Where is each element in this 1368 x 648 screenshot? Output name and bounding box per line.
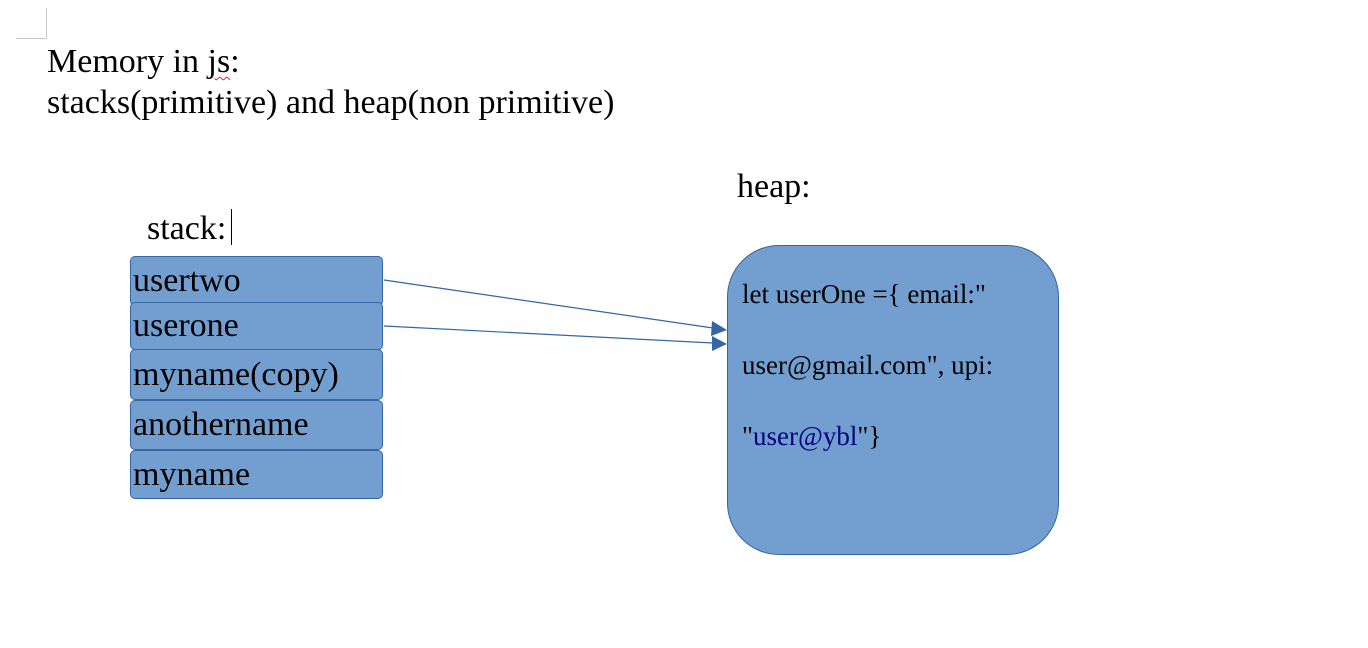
heap-text-line-2: user@gmail.com", upi: xyxy=(742,350,994,380)
title-prefix: Memory in xyxy=(47,43,208,80)
arrow-usertwo-to-heap[interactable] xyxy=(383,279,714,329)
heap-text-line-3: "user@ybl"} xyxy=(742,421,881,451)
heap-object-box[interactable] xyxy=(727,245,1059,555)
title-line-2: stacks(primitive) and heap(non primitive… xyxy=(47,84,615,121)
heap-label: heap: xyxy=(737,168,811,205)
stack-label: stack: xyxy=(147,210,227,247)
upi-link[interactable]: user@ybl xyxy=(753,421,858,451)
stack-item-myname[interactable]: myname xyxy=(130,450,383,499)
heap-open-quote: " xyxy=(742,421,754,451)
stack-item-usertwo[interactable]: usertwo xyxy=(130,256,383,306)
heap-text-line-1: let userOne ={ email:" xyxy=(742,279,986,309)
stack-item-anothername[interactable]: anothername xyxy=(130,400,383,450)
title-line-1: Memory in js: xyxy=(47,42,240,82)
text-cursor xyxy=(231,209,232,245)
spellcheck-word-js: js xyxy=(207,43,231,80)
arrowhead-userone xyxy=(712,336,727,351)
title-suffix: : xyxy=(230,43,240,80)
arrowhead-usertwo xyxy=(711,321,727,336)
arrow-userone-to-heap[interactable] xyxy=(383,325,714,344)
page-corner-marker xyxy=(16,8,47,39)
stack-item-myname-copy[interactable]: myname(copy) xyxy=(130,349,383,400)
heap-close-brace: "} xyxy=(857,421,882,451)
